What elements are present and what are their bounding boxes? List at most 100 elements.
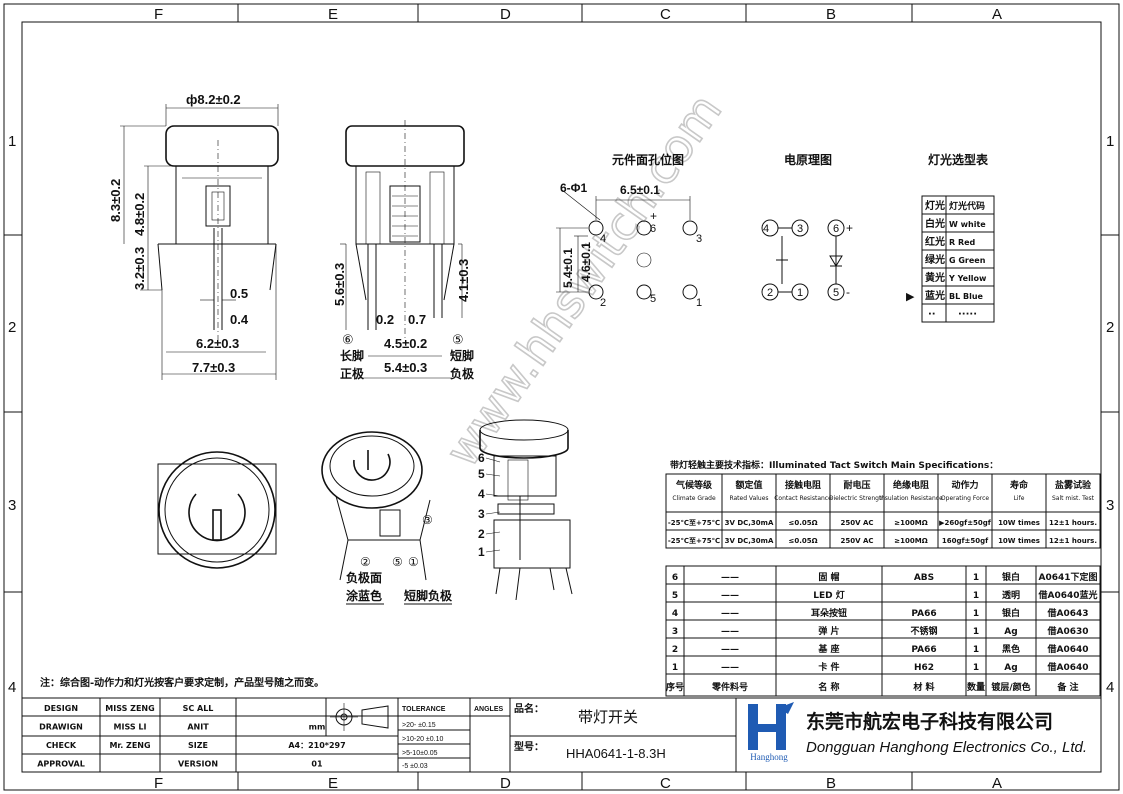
zone-letters-bottom: F E D C B A <box>154 775 1002 792</box>
zone-ticks <box>4 4 1119 790</box>
outer-frame <box>3 3 1120 791</box>
table-cell: 1 <box>973 663 979 673</box>
table-cell: 不锈钢 <box>910 625 937 637</box>
table-cell: 名 称 <box>818 681 839 693</box>
table-cell: Life <box>1014 495 1025 502</box>
logo-h-icon: Hanghong <box>738 700 800 762</box>
color-table: 灯光选型表 灯光 灯光代码 白光 W white 红光 R Red 绿光 G G… <box>906 152 995 323</box>
table-cell: Rated Values <box>729 495 768 502</box>
spec-table: 带灯轻触主要技术指标：Illuminated Tact Switch Main … <box>665 459 1101 549</box>
model-number: HHA0641-1-8.3H <box>566 746 666 761</box>
table-cell: 透明 <box>1002 589 1020 601</box>
table-cell: 借A0640 <box>1046 643 1088 655</box>
table-cell: —— <box>721 609 739 619</box>
table-cell: 01 <box>311 760 323 769</box>
zone-row-label: 2 <box>8 319 16 336</box>
table-cell: 备 注 <box>1056 681 1078 693</box>
svg-text:6: 6 <box>478 451 485 465</box>
svg-text:>10-20 ±0.10: >10-20 ±0.10 <box>402 736 444 743</box>
table-cell: LED 灯 <box>813 589 845 601</box>
svg-text:绿光: 绿光 <box>925 253 945 266</box>
section-title: 电原理图 <box>784 152 832 167</box>
svg-text:0.7: 0.7 <box>408 312 426 327</box>
schematic: 电原理图 4 3 6 2 1 5 + - <box>761 152 853 301</box>
dim-label: 7.7±0.3 <box>192 360 235 375</box>
table-cell: 12±1 hours. <box>1049 537 1097 545</box>
section-title: 灯光选型表 <box>928 152 989 167</box>
table-cell: -25℃至+75℃ <box>668 537 720 545</box>
table-cell: mm <box>309 723 326 732</box>
iso-view: ② ⑤ ① ③ 负极面 涂蓝色 短脚负极 <box>321 431 453 605</box>
table-cell: 160gf±50gf <box>942 537 989 545</box>
table-cell: A0641下定图 <box>1038 571 1097 583</box>
table-cell: 5 <box>672 591 678 601</box>
table-cell: 黑色 <box>1002 643 1020 655</box>
svg-text:4.6±0.1: 4.6±0.1 <box>579 242 593 282</box>
svg-text:⑤: ⑤ <box>392 555 403 569</box>
svg-text:5: 5 <box>650 293 656 305</box>
table-cell: MISS ZENG <box>105 704 154 713</box>
zone-numbers: 1 2 3 4 1 2 3 4 <box>8 133 1114 696</box>
table-cell: 10W times <box>998 519 1040 527</box>
table-cell: —— <box>721 627 739 637</box>
svg-text:Y Yellow: Y Yellow <box>948 274 987 283</box>
zone-row-label: 3 <box>1106 497 1114 514</box>
table-cell: 气候等级 <box>675 479 713 491</box>
table-cell: 银白 <box>1002 571 1020 583</box>
svg-text:正极: 正极 <box>340 366 365 381</box>
exploded-stack: 6 5 4 3 2 1 <box>478 419 573 601</box>
zone-label: A <box>992 6 1002 23</box>
dim-label: 4.8±0.2 <box>132 193 147 236</box>
svg-text:⑤: ⑤ <box>452 333 464 348</box>
svg-text:短脚: 短脚 <box>450 348 474 363</box>
table-cell: 10W times <box>998 537 1040 545</box>
title-block <box>21 697 1102 773</box>
table-cell: 额定值 <box>735 479 762 491</box>
table-cell: ABS <box>914 573 934 583</box>
model-label: 型号： <box>514 740 544 753</box>
svg-text:W white: W white <box>949 220 986 229</box>
svg-text:红光: 红光 <box>925 235 945 248</box>
svg-text:4: 4 <box>600 233 606 245</box>
table-cell: 寿命 <box>1010 479 1029 491</box>
zone-row-label: 4 <box>1106 679 1114 696</box>
table-cell: PA66 <box>911 645 936 655</box>
svg-text:6: 6 <box>650 223 656 235</box>
table-cell: 1 <box>672 663 678 673</box>
svg-text:4: 4 <box>763 223 769 235</box>
table-cell: —— <box>721 645 739 655</box>
svg-text:+: + <box>846 221 853 235</box>
svg-text:5: 5 <box>833 287 839 299</box>
svg-text:白光: 白光 <box>925 217 945 230</box>
svg-text:-5 ±0.03: -5 ±0.03 <box>402 763 428 770</box>
table-cell: PA66 <box>911 609 936 619</box>
svg-text:2: 2 <box>478 527 485 541</box>
table-cell: 1 <box>973 627 979 637</box>
table-cell: 借A0643 <box>1046 607 1088 619</box>
svg-text:1: 1 <box>478 545 485 559</box>
table-cell: APPROVAL <box>37 760 85 769</box>
hole-layout: 元件面孔位图 6-Φ1 6.5±0.1 5.4±0.1 4.6±0.1 4 6 … <box>556 152 702 309</box>
table-cell: 数量 <box>967 681 985 693</box>
table-cell: 耐电压 <box>843 479 870 491</box>
table-cell: 1 <box>973 609 979 619</box>
dim-label: 6.2±0.3 <box>196 336 239 351</box>
svg-text:>5-10±0.05: >5-10±0.05 <box>402 750 438 757</box>
table-cell: 卡 件 <box>818 661 839 673</box>
dim-label: 0.5 <box>230 286 248 301</box>
table-cell: 2 <box>672 645 678 655</box>
table-cell: Operating Force <box>941 495 989 502</box>
table-cell: —— <box>721 573 739 583</box>
cap-outline <box>165 125 279 167</box>
table-cell: 固 帽 <box>818 571 839 583</box>
name-label: 品名： <box>514 702 544 715</box>
table-cell: 绝缘电阻 <box>893 479 929 491</box>
svg-text:··: ·· <box>928 309 936 320</box>
table-cell: Salt mist. Test <box>1052 495 1095 502</box>
table-cell: 银白 <box>1002 607 1020 619</box>
table-cell: 材 料 <box>912 681 934 693</box>
svg-text:+: + <box>650 209 657 223</box>
